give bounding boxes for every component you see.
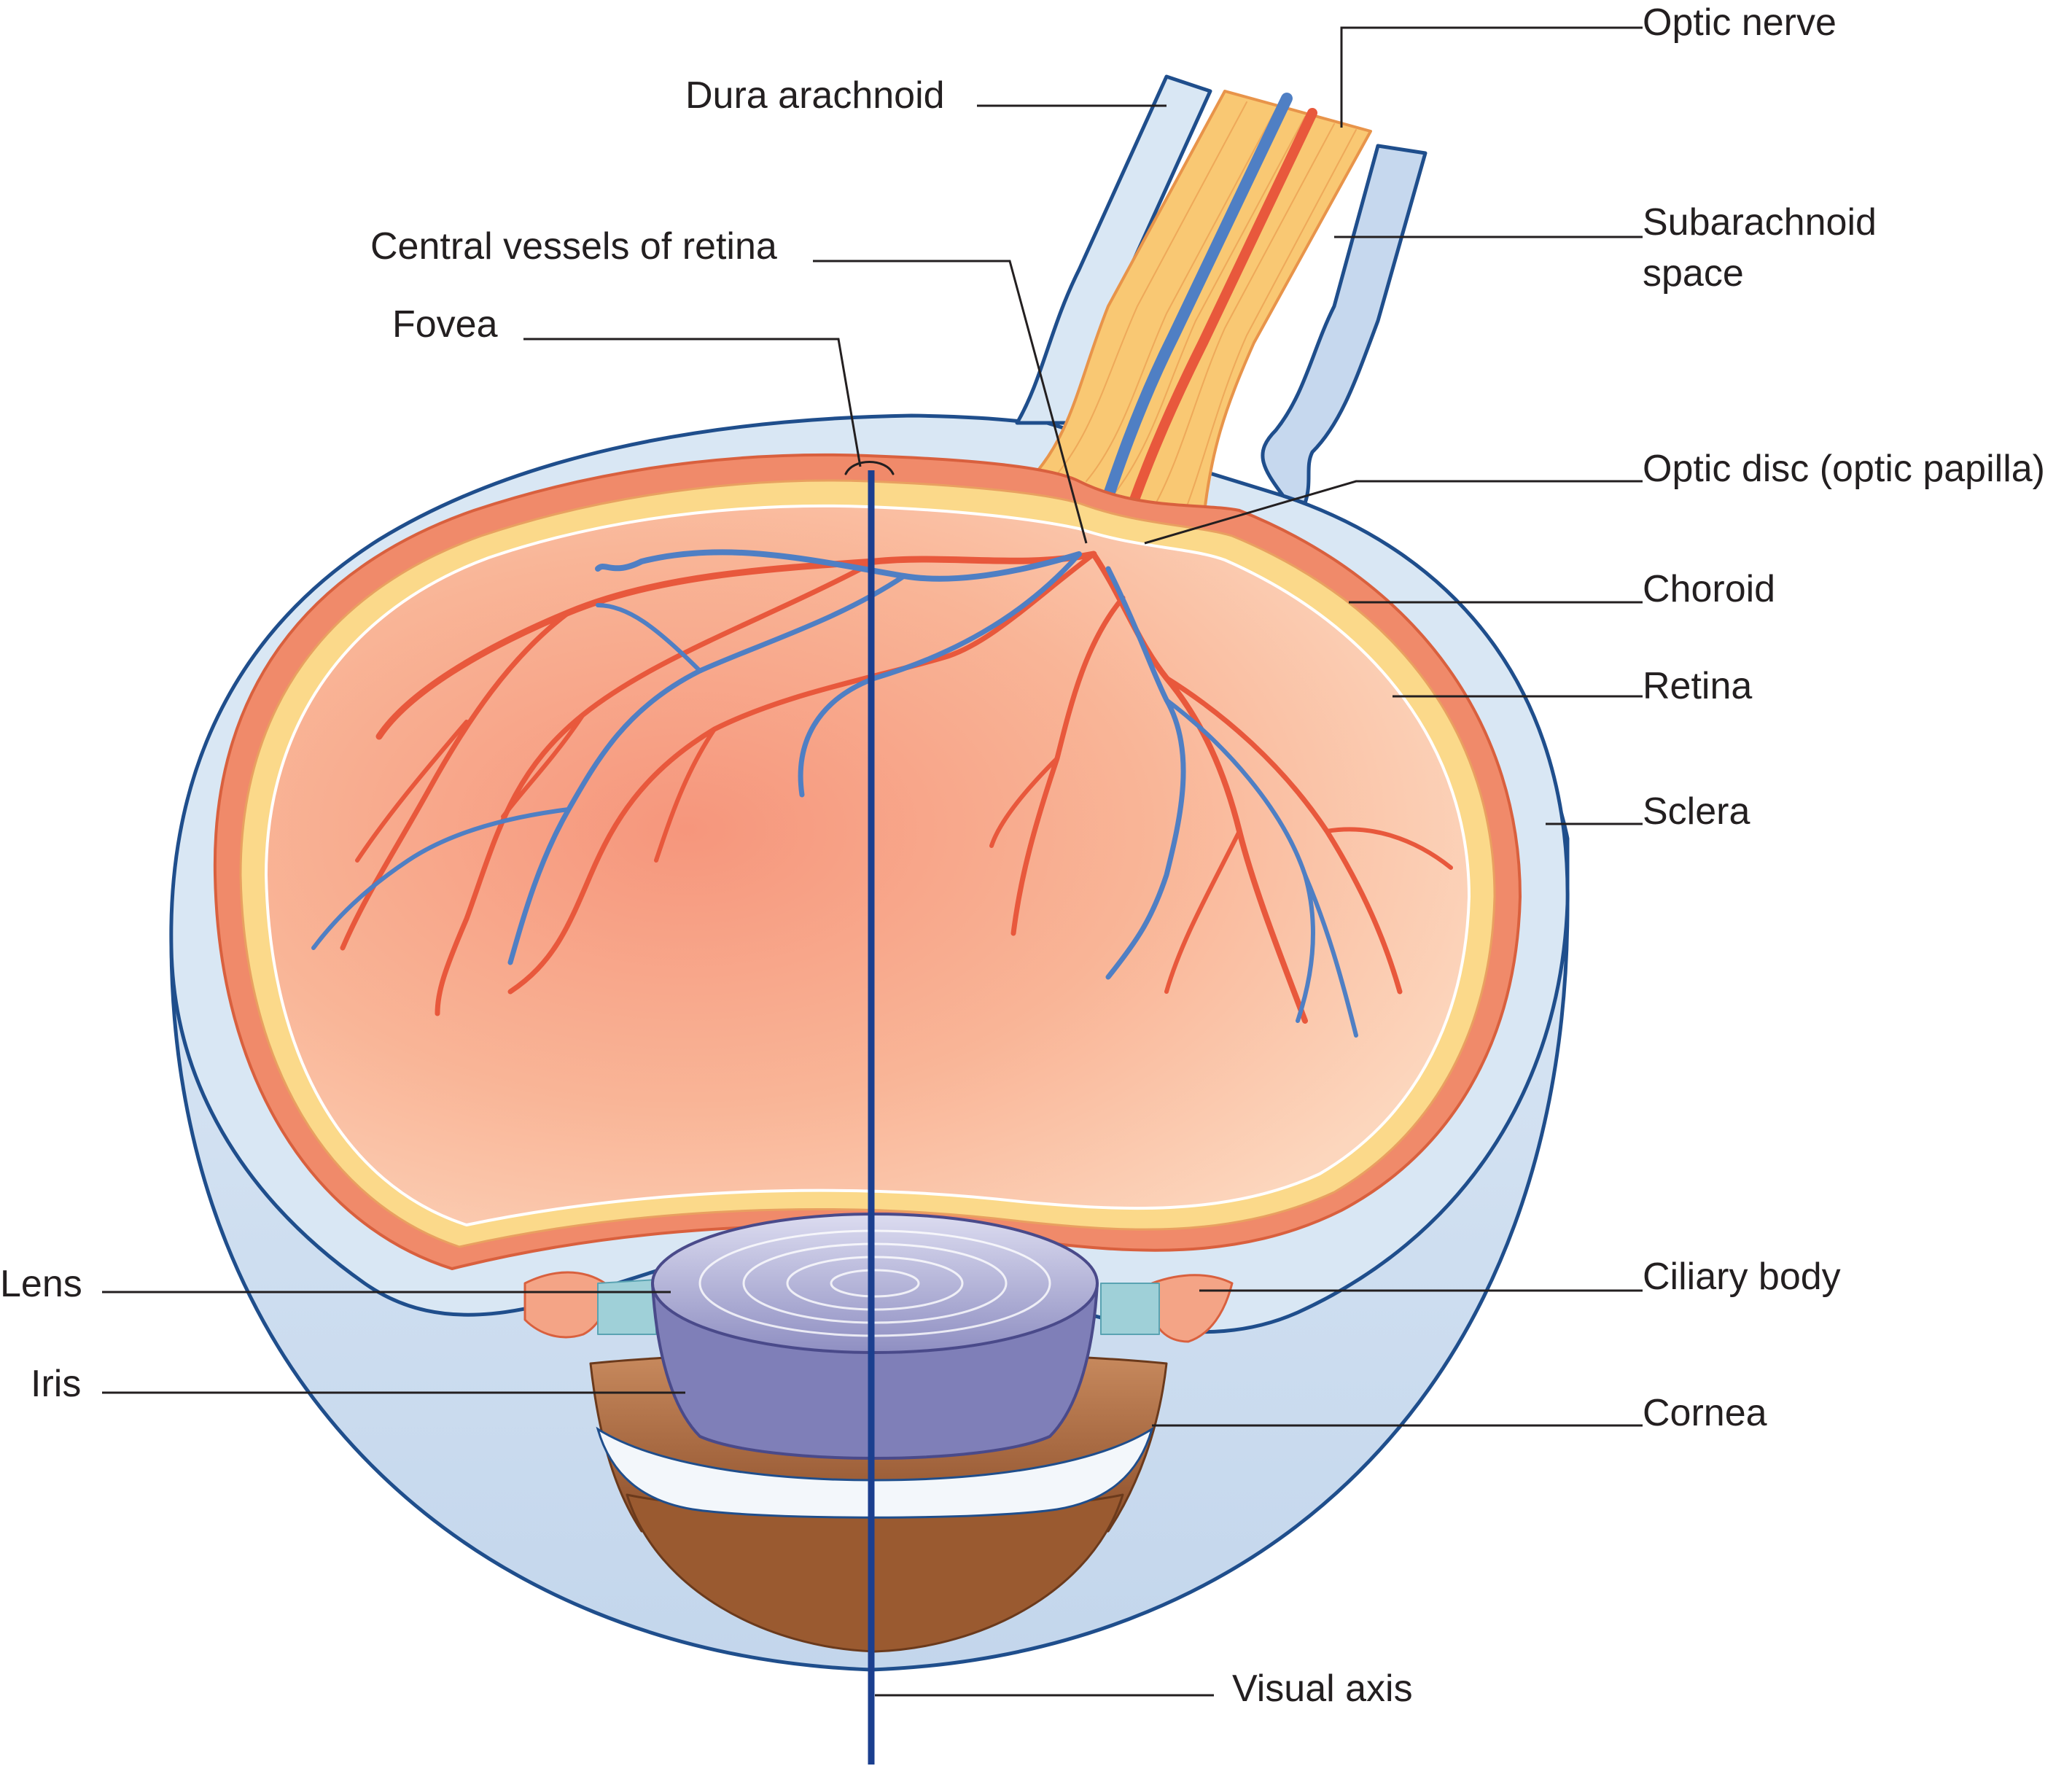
label-optic-nerve: Optic nerve — [1643, 1, 1837, 44]
label-subarachnoid-line1: Subarachnoid — [1643, 201, 1877, 244]
inner-layers — [213, 453, 1522, 1270]
label-optic-disc: Optic disc (optic papilla) — [1643, 448, 2045, 490]
ciliary-region — [523, 1271, 1234, 1343]
lens — [651, 1213, 1099, 1460]
label-dura-arachnoid: Dura arachnoid — [685, 74, 945, 117]
retinal-arteries — [340, 551, 1453, 1024]
cornea — [596, 1426, 1154, 1519]
label-retina: Retina — [1643, 665, 1752, 707]
ciliary-body-right — [1150, 1274, 1234, 1343]
zonules-left — [597, 1279, 657, 1335]
label-central-vessels: Central vessels of retina — [370, 225, 777, 268]
zonules-right — [1100, 1283, 1160, 1335]
label-iris: Iris — [31, 1363, 81, 1405]
label-lens: Lens — [0, 1263, 82, 1305]
lens-rings — [698, 1229, 1051, 1337]
dura-sheath-right — [1261, 144, 1428, 505]
retinal-veins — [311, 549, 1358, 1038]
label-choroid: Choroid — [1643, 568, 1775, 610]
label-sclera: Sclera — [1643, 790, 1750, 833]
label-ciliary-body: Ciliary body — [1643, 1256, 1841, 1298]
label-visual-axis: Visual axis — [1232, 1668, 1413, 1710]
label-fovea: Fovea — [392, 303, 498, 346]
lens-top — [651, 1213, 1099, 1354]
optic-nerve-sheath — [1015, 74, 1428, 548]
leader-lines — [102, 26, 1643, 1697]
nerve-fiber-lines — [1056, 101, 1357, 522]
label-cornea: Cornea — [1643, 1392, 1767, 1434]
label-subarachnoid-line2: space — [1643, 252, 1744, 295]
retina-inner-surface — [265, 504, 1471, 1226]
labels: Optic nerve Dura arachnoid Subarachnoid … — [0, 1, 2045, 1710]
fovea-pit — [844, 461, 895, 475]
